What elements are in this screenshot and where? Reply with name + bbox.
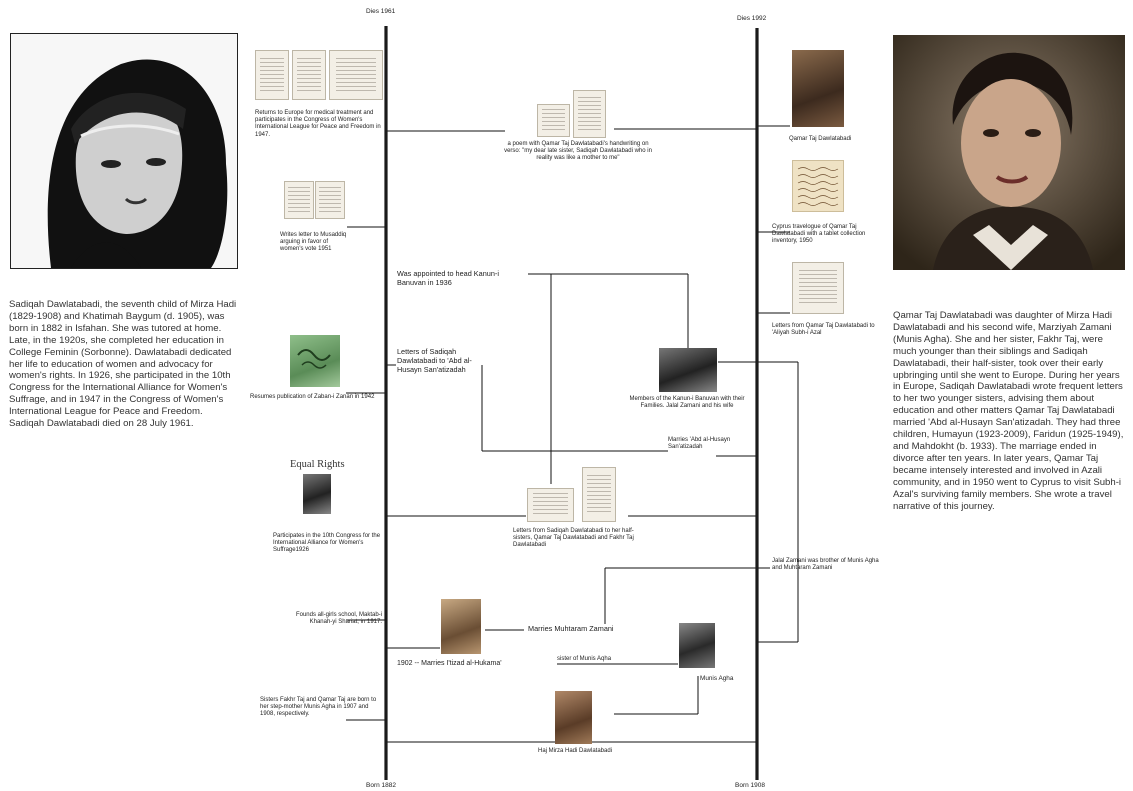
letters-aliyah-image[interactable] bbox=[792, 262, 844, 314]
qamar-taj-bio: Qamar Taj Dawlatabadi was daughter of Mi… bbox=[893, 310, 1124, 512]
marries-itizad-caption: 1902 -- Marries I'tizad al-Hukama' bbox=[397, 660, 502, 667]
letters-aliyah-caption: Letters from Qamar Taj Dawlatabadi to 'A… bbox=[772, 323, 875, 337]
letters-halfsisters-caption: Letters from Sadiqah Dawlatabadi to her … bbox=[513, 528, 634, 549]
congress-documents-image-1[interactable] bbox=[255, 50, 289, 100]
returns-europe-caption: Returns to Europe for medical treatment … bbox=[255, 110, 381, 138]
jalal-caption: Jalal Zamani was brother of Munis Agha a… bbox=[772, 558, 879, 572]
haj-mirza-photo[interactable] bbox=[555, 691, 592, 744]
qamar-taj-standing-photo[interactable] bbox=[792, 50, 844, 127]
munis-agha-caption: Munis Agha bbox=[700, 675, 734, 682]
zaban-caption: Resumes publication of Zaban-i Zanan in … bbox=[250, 394, 375, 400]
letters-halfsisters-image-1[interactable] bbox=[527, 488, 574, 522]
cyprus-travelogue-image[interactable] bbox=[792, 160, 844, 212]
cyprus-caption: Cyprus travelogue of Qamar Taj Dawlataba… bbox=[772, 224, 866, 245]
haj-mirza-caption: Haj Mirza Hadi Dawlatabadi bbox=[537, 748, 613, 754]
qamar-taj-portrait[interactable] bbox=[893, 35, 1125, 270]
left-timeline-bottom-label: Born 1882 bbox=[366, 782, 396, 789]
congress-documents-image-3[interactable] bbox=[329, 50, 383, 100]
left-timeline-top-label: Dies 1961 bbox=[366, 8, 396, 15]
handwriting-lines bbox=[797, 167, 839, 206]
sadiqah-portrait[interactable] bbox=[10, 33, 238, 269]
qamar-taj-portrait-image bbox=[893, 35, 1125, 270]
letter-musaddiq-image-2[interactable] bbox=[315, 181, 345, 219]
kanun-members-photo[interactable] bbox=[659, 348, 717, 392]
sadiqah-portrait-image bbox=[11, 34, 237, 268]
sisters-born-caption: Sisters Fakhr Taj and Qamar Taj are born… bbox=[260, 697, 377, 718]
kanun-members-caption: Members of the Kanun-i Banuvan with thei… bbox=[629, 396, 745, 410]
founds-school-caption: Founds all-girls school, Maktab-i Khanah… bbox=[295, 612, 382, 626]
equal-rights-photo[interactable] bbox=[303, 474, 331, 514]
calligraphy-icon bbox=[297, 349, 331, 369]
zaban-i-zanan-image[interactable] bbox=[290, 335, 340, 387]
equal-rights-title: Equal Rights bbox=[290, 459, 345, 470]
congress-documents-image-2[interactable] bbox=[292, 50, 326, 100]
poem-document-image-1[interactable] bbox=[537, 104, 570, 137]
qamar-taj-caption: Qamar Taj Dawlatabadi bbox=[789, 136, 852, 142]
right-timeline-bottom-label: Born 1908 bbox=[735, 782, 765, 789]
poem-document-image-2[interactable] bbox=[573, 90, 606, 138]
kanun-head-caption: Was appointed to head Kanun-i Banuvan in… bbox=[397, 269, 499, 287]
letters-sanatizadah-caption: Letters of Sadiqah Dawlatabadi to 'Abd a… bbox=[397, 347, 472, 374]
writes-letter-caption: Writes letter to Musaddiq arguing in fav… bbox=[280, 232, 347, 253]
congress-10th-caption: Participates in the 10th Congress for th… bbox=[273, 533, 381, 554]
sister-munis-caption: sister of Munis Aqha bbox=[557, 656, 612, 662]
letters-halfsisters-image-2[interactable] bbox=[582, 467, 616, 522]
marries-muhtaram-caption: Marries Muhtaram Zamani bbox=[528, 624, 614, 633]
marries-abd-caption: Marries 'Abd al-Husayn San'atizadah bbox=[668, 437, 731, 451]
sadiqah-bio: Sadiqah Dawlatabadi, the seventh child o… bbox=[9, 299, 237, 430]
right-timeline-top-label: Dies 1992 bbox=[737, 15, 767, 22]
letter-musaddiq-image-1[interactable] bbox=[284, 181, 314, 219]
poem-caption: a poem with Qamar Taj Dawlatabadi's hand… bbox=[504, 141, 652, 162]
munis-agha-photo[interactable] bbox=[679, 623, 715, 668]
itizad-photo[interactable] bbox=[441, 599, 481, 654]
